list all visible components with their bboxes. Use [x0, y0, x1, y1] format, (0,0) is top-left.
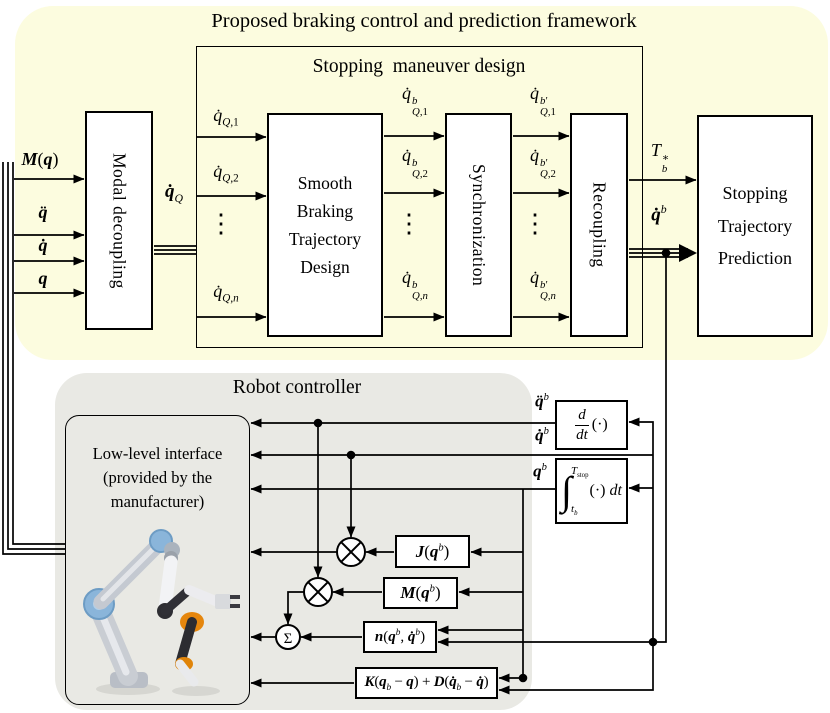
- multiplier2-output-line: [283, 591, 304, 625]
- stopping-maneuver-design-box: [196, 46, 643, 348]
- inertia-matrix-block: M(qb): [383, 577, 458, 609]
- framework-title: Proposed braking control and prediction …: [211, 10, 637, 32]
- label-qdot-Q2: q̇Q,2: [213, 161, 239, 185]
- sum-symbol: Σ: [284, 631, 293, 647]
- vertical-dots: ⋮: [522, 209, 548, 238]
- modal-decoupling-inputs: [14, 174, 85, 298]
- robot-main-arm: [83, 529, 180, 688]
- multiply-node-jacobian: [336, 537, 366, 567]
- qdot-b-triple-arrowhead: [679, 244, 697, 262]
- impedance-label: K(qb − q) + D(q̇b − q̇): [364, 673, 489, 693]
- stopping-trajectory-prediction-block: Stopping Trajectory Prediction: [697, 115, 813, 337]
- nonlinear-terms-block: n(qb, q̇b): [363, 621, 437, 653]
- low-level-interface-line: manufacturer): [110, 491, 205, 511]
- multiply-node-inertia: [303, 577, 333, 607]
- nonlinear-label: n(qb, q̇b): [374, 628, 426, 645]
- jacobian-label: J(qb): [415, 541, 450, 561]
- synchronization-label: Synchronization: [469, 163, 489, 287]
- smooth-braking-inputs: [197, 132, 267, 322]
- feedback-bus-triple-line: [2, 162, 65, 555]
- derivative-argument: (·): [591, 416, 608, 433]
- recoupling-block: Recoupling: [570, 113, 628, 337]
- qdot-b-riser-line: [628, 417, 654, 642]
- prediction-line: Stopping: [722, 183, 788, 204]
- label-mass-matrix: M(q): [21, 149, 59, 169]
- robot-second-arm: [157, 551, 240, 687]
- smooth-braking-line: Trajectory: [288, 229, 362, 249]
- qdot-Q-triple-line: [154, 245, 196, 255]
- qdot-b-triple-line: [629, 248, 688, 258]
- junction-dots: [313, 248, 671, 683]
- vertical-dots: ⋮: [208, 209, 234, 238]
- integral-sign: ∫: [561, 468, 573, 513]
- synchronization-inputs: [384, 131, 445, 322]
- vertical-dots: ⋮: [396, 209, 422, 238]
- qdot-b-feedback-line: [437, 253, 667, 647]
- robot-controller-title: Robot controller: [232, 377, 362, 398]
- label-qdot-bprime-Q1: q̇b′Q,1: [530, 83, 556, 119]
- label-qdot-bprime-Qn: q̇b′Q,n: [530, 267, 556, 303]
- smooth-braking-line: Smooth: [297, 173, 353, 193]
- smooth-braking-line: Braking: [296, 201, 354, 221]
- low-level-interface-line: Low-level interface: [92, 444, 223, 463]
- smooth-braking-trajectory-design-block: Smooth Braking Trajectory Design: [267, 113, 383, 337]
- robot-arm-illustration: [83, 529, 240, 696]
- label-qdot-Q1: q̇Q,1: [213, 105, 239, 129]
- label-qdot-Q: q̇Q: [165, 181, 183, 205]
- impedance-qdot-input-line: [498, 642, 654, 695]
- modal-decoupling-label: Modal decoupling: [109, 152, 130, 289]
- label-qdot-Qn: q̇Q,n: [213, 281, 239, 305]
- smooth-braking-line: Design: [300, 257, 350, 277]
- maneuver-design-title: Stopping maneuver design: [312, 56, 526, 77]
- label-q-b: qb: [533, 461, 547, 481]
- recoupling-inputs: [513, 131, 570, 322]
- modal-decoupling-block: Modal decoupling: [85, 111, 153, 330]
- synchronization-block: Synchronization: [445, 113, 512, 337]
- prediction-line: Trajectory: [717, 215, 793, 236]
- label-qddot-b: q̈b: [535, 391, 549, 411]
- jacobian-block: J(qb): [395, 535, 470, 568]
- recoupling-label: Recoupling: [589, 182, 610, 268]
- label-qdot-b: q̇b: [535, 425, 549, 445]
- prediction-line: Prediction: [718, 248, 792, 269]
- impedance-control-block: K(qb − q) + D(q̇b − q̇): [355, 667, 498, 699]
- label-qddot: q̈: [38, 202, 48, 222]
- label-qdot-b-output: q̇b: [651, 203, 667, 226]
- label-q: q: [38, 268, 48, 288]
- label-qdot-bprime-Q2: q̇b′Q,2: [530, 145, 556, 181]
- low-level-interface-block: Low-level interface (provided by the man…: [65, 415, 250, 705]
- inertia-label: M(qb): [400, 583, 441, 602]
- label-qdot: q̇: [38, 235, 48, 255]
- sum-node: [275, 624, 301, 650]
- low-level-interface-line: (provided by the: [102, 467, 213, 487]
- label-braking-torque: T∗b: [650, 140, 670, 176]
